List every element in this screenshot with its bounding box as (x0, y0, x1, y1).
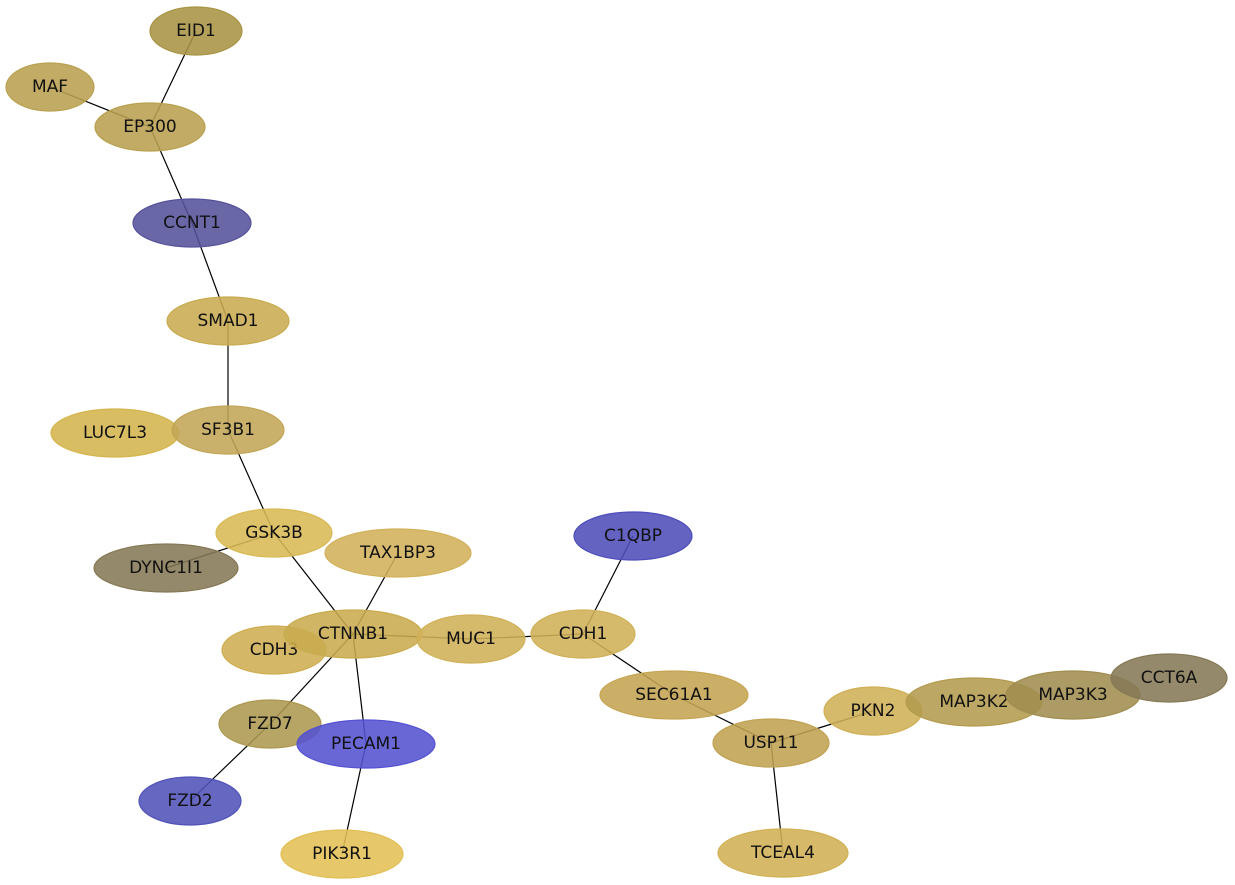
node-tax1bp3[interactable]: TAX1BP3 (324, 528, 472, 578)
node-cct6a[interactable]: CCT6A (1110, 653, 1228, 703)
node-ellipse (132, 198, 252, 248)
node-usp11[interactable]: USP11 (712, 718, 830, 768)
node-ellipse (416, 614, 526, 664)
node-luc7l3[interactable]: LUC7L3 (50, 408, 180, 458)
node-ellipse (5, 62, 95, 112)
node-ellipse (296, 719, 436, 769)
node-ellipse (823, 686, 923, 736)
node-ellipse (149, 6, 243, 56)
node-ellipse (283, 609, 423, 659)
node-ellipse (280, 829, 404, 879)
node-pik3r1[interactable]: PIK3R1 (280, 829, 404, 879)
node-ellipse (93, 543, 239, 593)
node-ellipse (171, 405, 285, 455)
node-smad1[interactable]: SMAD1 (166, 296, 290, 346)
node-tceal4[interactable]: TCEAL4 (717, 828, 849, 878)
node-ellipse (324, 528, 472, 578)
node-muc1[interactable]: MUC1 (416, 614, 526, 664)
node-sf3b1[interactable]: SF3B1 (171, 405, 285, 455)
node-dync1i1[interactable]: DYNC1I1 (93, 543, 239, 593)
node-fzd2[interactable]: FZD2 (138, 776, 242, 826)
node-ellipse (138, 776, 242, 826)
node-ellipse (530, 609, 636, 659)
node-ellipse (166, 296, 290, 346)
node-c1qbp[interactable]: C1QBP (573, 511, 693, 561)
node-eid1[interactable]: EID1 (149, 6, 243, 56)
node-gsk3b[interactable]: GSK3B (215, 508, 333, 558)
node-ep300[interactable]: EP300 (94, 102, 206, 152)
node-sec61a1[interactable]: SEC61A1 (599, 670, 749, 720)
node-pkn2[interactable]: PKN2 (823, 686, 923, 736)
node-maf[interactable]: MAF (5, 62, 95, 112)
node-ellipse (218, 699, 322, 749)
node-cdh1[interactable]: CDH1 (530, 609, 636, 659)
node-ellipse (215, 508, 333, 558)
node-ellipse (599, 670, 749, 720)
node-ellipse (1110, 653, 1228, 703)
node-ellipse (50, 408, 180, 458)
node-ellipse (717, 828, 849, 878)
node-ctnnb1[interactable]: CTNNB1 (283, 609, 423, 659)
node-ellipse (573, 511, 693, 561)
node-ellipse (712, 718, 830, 768)
node-ellipse (94, 102, 206, 152)
node-pecam1[interactable]: PECAM1 (296, 719, 436, 769)
node-ccnt1[interactable]: CCNT1 (132, 198, 252, 248)
